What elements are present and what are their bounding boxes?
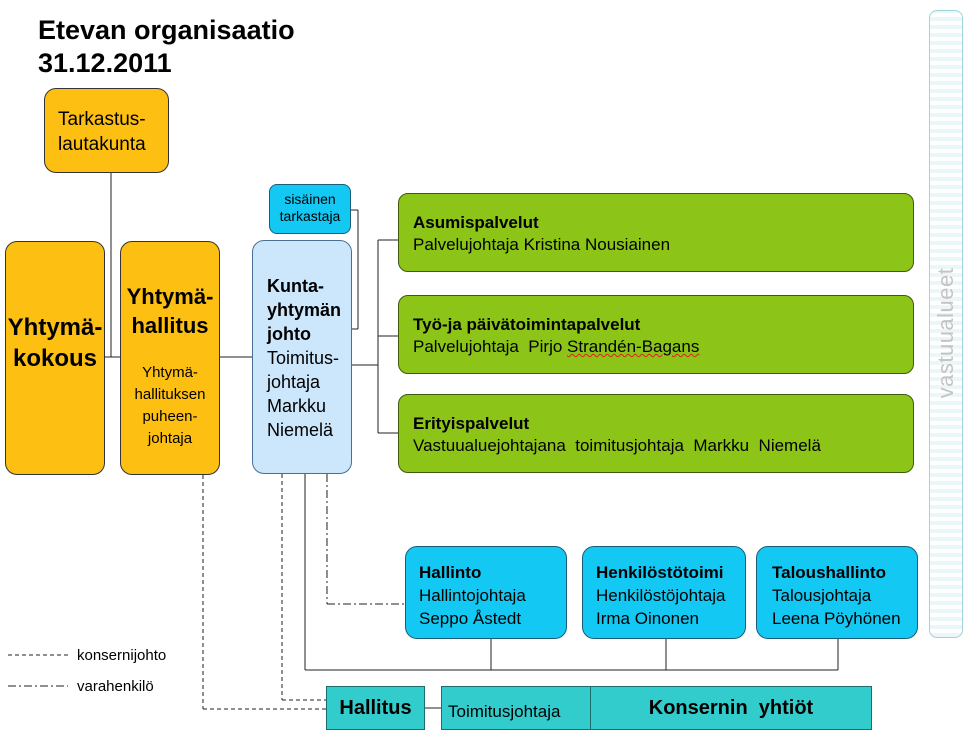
- box-subtitle-line: hallituksen: [134, 386, 206, 403]
- box-title: Yhtymä- hallitus: [121, 282, 219, 340]
- box-title-line: yhtymän: [267, 300, 342, 320]
- support-person: Seppo Åstedt: [419, 609, 522, 628]
- page-title: Etevan organisaatio 31.12.2011: [38, 14, 295, 80]
- konserni-hallitus-box: Hallitus: [326, 686, 425, 730]
- service-role: Vastuualuejohtajana toimitusjohtaja Mark…: [413, 436, 821, 455]
- box-subtitle-line: Toimitus-: [267, 348, 340, 368]
- box-title-line: Kunta-: [267, 276, 324, 296]
- box-subtitle-line: Markku: [267, 396, 327, 416]
- vastuualueet-label: vastuualueet: [933, 267, 958, 399]
- box-subtitle-line: Niemelä: [267, 420, 334, 440]
- service-name: Erityispalvelut: [413, 414, 530, 433]
- yhtymakokous-box: Yhtymä- kokous: [5, 241, 105, 475]
- support-role: Henkilöstöjohtaja: [596, 586, 726, 605]
- konserni-toimitusjohtaja-box: Toimitusjohtaja: [441, 686, 591, 730]
- support-role: Hallintojohtaja: [419, 586, 526, 605]
- kuntayhtyman-johto-box: Kunta- yhtymän johto Toimitus- johtaja M…: [252, 240, 352, 474]
- support-name: Hallinto: [419, 563, 482, 582]
- erityispalvelut-box: Erityispalvelut Vastuualuejohtajana toim…: [398, 394, 914, 473]
- vastuualueet-band: vastuualueet: [929, 10, 963, 638]
- yhtymahallitus-box: Yhtymä- hallitus Yhtymä- hallituksen puh…: [120, 241, 220, 475]
- box-subtitle: Toimitus- johtaja Markku Niemelä: [267, 346, 351, 442]
- box-subtitle-line: puheen-: [142, 408, 198, 425]
- service-role-person: Strandén-Bagans: [567, 337, 700, 356]
- asumispalvelut-box: Asumispalvelut Palvelujohtaja Kristina N…: [398, 193, 914, 272]
- support-person: Leena Pöyhönen: [772, 609, 901, 628]
- box-subtitle: Yhtymä- hallituksen puheen- johtaja: [121, 362, 219, 450]
- sisainen-tarkastaja-box: sisäinen tarkastaja: [269, 184, 351, 234]
- box-label: Yhtymä-: [7, 314, 103, 341]
- service-name: Työ-ja päivätoimintapalvelut: [413, 315, 641, 334]
- service-role-prefix: Palvelujohtaja Pirjo: [413, 337, 568, 356]
- support-name: Taloushallinto: [772, 563, 886, 582]
- box-label: kokous: [12, 345, 98, 372]
- service-role: Palvelujohtaja Pirjo Strandén-Bagans: [413, 336, 913, 358]
- box-title: Kunta- yhtymän johto: [267, 274, 351, 346]
- tarkastuslautakunta-box: Tarkastus- lautakunta: [44, 88, 169, 173]
- box-label: sisäinen: [284, 191, 336, 207]
- konsernin-yhtiot-box: Konsernin yhtiöt: [590, 686, 872, 730]
- box-title-line: hallitus: [131, 313, 209, 338]
- title-line-1: Etevan organisaatio: [38, 15, 295, 45]
- box-label: Tarkastus-: [58, 109, 146, 130]
- box-subtitle-line: johtaja: [147, 430, 193, 447]
- box-label: tarkastaja: [279, 208, 341, 224]
- box-subtitle-line: Yhtymä-: [142, 364, 198, 381]
- title-date: 31.12.2011: [38, 48, 172, 78]
- support-role: Talousjohtaja: [772, 586, 872, 605]
- taloushallinto-box: Taloushallinto Talousjohtaja Leena Pöyhö…: [756, 546, 918, 639]
- box-subtitle-line: johtaja: [267, 372, 321, 392]
- support-name: Henkilöstötoimi: [596, 563, 724, 582]
- service-name: Asumispalvelut: [413, 213, 539, 232]
- henkilostotoimi-box: Henkilöstötoimi Henkilöstöjohtaja Irma O…: [582, 546, 746, 639]
- support-person: Irma Oinonen: [596, 609, 699, 628]
- legend-varahenkilo: varahenkilö: [77, 678, 154, 695]
- box-title-line: johto: [267, 324, 311, 344]
- box-label: lautakunta: [58, 134, 146, 155]
- box-title-line: Yhtymä-: [126, 284, 214, 309]
- service-role: Palvelujohtaja Kristina Nousiainen: [413, 235, 671, 254]
- tyo-ja-paivatoimintapalvelut-box: Työ-ja päivätoimintapalvelut Palvelujoht…: [398, 295, 914, 374]
- hallinto-box: Hallinto Hallintojohtaja Seppo Åstedt: [405, 546, 567, 639]
- legend-konsernijohto: konsernijohto: [77, 647, 167, 664]
